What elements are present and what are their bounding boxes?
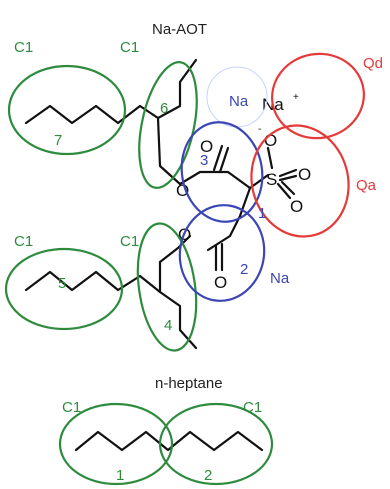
- atom-sulfur: S: [266, 170, 277, 189]
- title-n-heptane: n-heptane: [155, 375, 223, 392]
- label-c1-bottom-branch: C1: [120, 233, 139, 250]
- bead-number-5: 5: [58, 275, 66, 292]
- heptane-chain: [74, 430, 264, 452]
- atom-oxygen-sulfonate-bottom: O: [290, 197, 303, 216]
- atom-oxygen-sulfonate-right: O: [298, 165, 311, 184]
- heptane-bead-1-ellipse: [58, 402, 174, 486]
- bead-number-6: 6: [160, 100, 168, 117]
- heptane-bead-number-2: 2: [204, 467, 212, 484]
- bottom-ester-link: [158, 234, 192, 264]
- atom-oxygen-top-ester: O: [176, 181, 189, 200]
- bead-number-3: 3: [200, 152, 208, 169]
- s-o-right: [278, 168, 298, 178]
- bead-6-ellipse: [138, 61, 198, 189]
- s-o-bottom-double: [280, 180, 296, 196]
- bead-3-ellipse: [180, 121, 264, 223]
- oxygen-negative-charge: -: [258, 124, 261, 135]
- bead-5-ellipse: [4, 247, 124, 331]
- top-carbonyl-double: [212, 144, 224, 172]
- s-o-bottom: [276, 182, 292, 200]
- bead-2-ellipse: [178, 204, 266, 302]
- label-c1-heptane-right: C1: [243, 399, 262, 416]
- core-to-bottom-ester: [206, 186, 252, 252]
- label-qa: Qa: [356, 177, 377, 194]
- bead-number-1: 1: [258, 205, 266, 222]
- top-branch-chain: [156, 58, 198, 120]
- heptane-bead-2-ellipse: [158, 402, 274, 486]
- bead-7-ellipse: [7, 64, 127, 156]
- label-c1-top-branch: C1: [120, 39, 139, 56]
- aot-skeleton: [24, 58, 298, 350]
- top-carbonyl: [218, 146, 230, 174]
- bead-number-4: 4: [164, 317, 172, 334]
- atom-oxygen-top-carbonyl: O: [200, 137, 213, 156]
- s-o-right-double: [278, 174, 298, 182]
- bead-number-2: 2: [240, 261, 248, 278]
- title-na-aot: Na-AOT: [152, 21, 207, 38]
- bead-number-7: 7: [54, 132, 62, 149]
- atom-oxygen-bottom-carbonyl: O: [214, 273, 227, 292]
- bottom-tail-chain: [24, 270, 162, 294]
- label-c1-bottom-tail: C1: [14, 233, 33, 250]
- bead-4-ellipse: [136, 222, 198, 352]
- label-c1-top-tail: C1: [14, 39, 33, 56]
- label-na-top: Na: [229, 93, 249, 110]
- bottom-branch-chain: [158, 260, 198, 350]
- label-na-bottom: Na: [270, 270, 290, 287]
- label-c1-heptane-left: C1: [62, 399, 81, 416]
- heptane-bead-number-1: 1: [116, 467, 124, 484]
- sodium-positive-charge: +: [293, 92, 299, 103]
- label-qd: Qd: [363, 55, 383, 72]
- top-tail-chain: [24, 104, 160, 125]
- top-ester: [178, 170, 252, 190]
- s-o-top: [266, 146, 274, 170]
- bead-qa-ellipse: [250, 124, 350, 238]
